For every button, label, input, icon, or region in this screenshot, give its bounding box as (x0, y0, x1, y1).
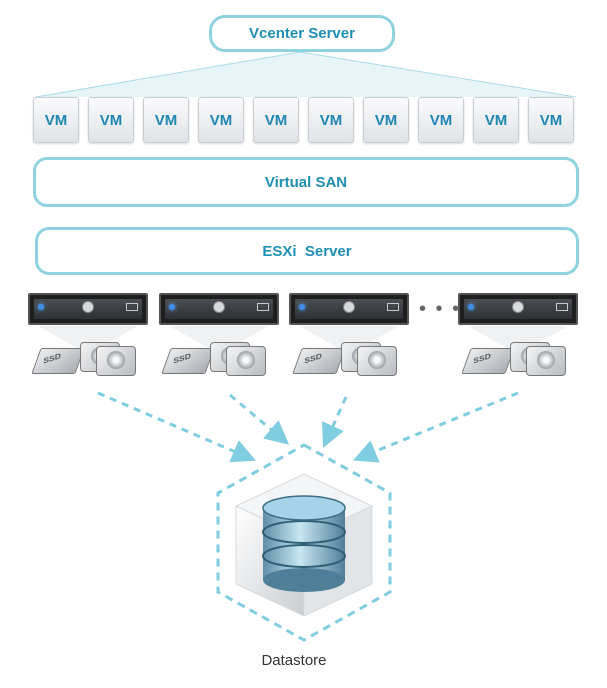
disk-group: SSD (461, 340, 566, 380)
hard-disk-icon (96, 346, 136, 376)
vm-tile: VM (418, 97, 464, 143)
vm-label: VM (264, 111, 288, 129)
vm-label: VM (429, 111, 453, 129)
esxi-server-box: ESXi Server (35, 227, 579, 275)
fan-shade (36, 52, 576, 97)
dashed-arrow-icon (352, 391, 519, 463)
rack-server-icon (159, 293, 279, 325)
rack-server-icon (458, 293, 578, 325)
disk-group: SSD (31, 340, 136, 380)
vm-label: VM (209, 111, 233, 129)
virtual-san-label: Virtual SAN (264, 173, 348, 191)
vm-tile: VM (473, 97, 519, 143)
fan-line-right (299, 51, 577, 98)
datastore-hexagon (216, 443, 392, 642)
vm-tile: VM (363, 97, 409, 143)
vcenter-server-label: Vcenter Server (249, 25, 355, 42)
vm-tile: VM (528, 97, 574, 143)
vm-label: VM (154, 111, 178, 129)
rack-server-icon (289, 293, 409, 325)
vm-label: VM (44, 111, 68, 129)
dashed-arrow-icon (97, 391, 257, 463)
hard-disk-icon (357, 346, 397, 376)
vm-label: VM (319, 111, 343, 129)
vm-tile: VM (143, 97, 189, 143)
vm-tile: VM (33, 97, 79, 143)
vm-row: VM VM VM VM VM VM VM VM VM VM (33, 97, 579, 145)
dashed-arrow-icon (229, 393, 290, 445)
datastore-label: Datastore (261, 652, 327, 669)
rack-server-icon (28, 293, 148, 325)
hard-disk-icon (226, 346, 266, 376)
vm-label: VM (484, 111, 508, 129)
vm-tile: VM (253, 97, 299, 143)
dashed-arrow-icon (321, 396, 348, 448)
vm-tile: VM (88, 97, 134, 143)
disk-group: SSD (292, 340, 397, 380)
virtual-san-box: Virtual SAN (33, 157, 579, 207)
hard-disk-icon (526, 346, 566, 376)
fan-line-left (35, 51, 301, 98)
vm-label: VM (539, 111, 563, 129)
vm-label: VM (99, 111, 123, 129)
database-cylinder-icon (262, 495, 346, 592)
disk-group: SSD (161, 340, 266, 380)
vm-tile: VM (198, 97, 244, 143)
esxi-server-label: ESXi Server (262, 242, 352, 260)
vcenter-server-box: Vcenter Server (209, 15, 395, 52)
vm-label: VM (374, 111, 398, 129)
vm-tile: VM (308, 97, 354, 143)
